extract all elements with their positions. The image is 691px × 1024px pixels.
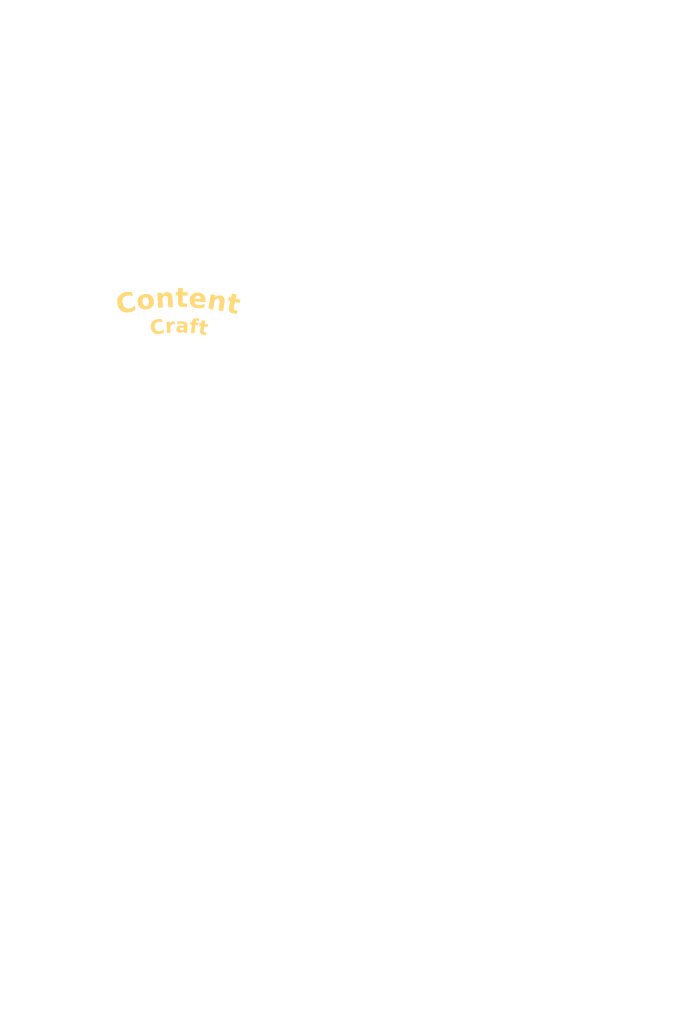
logo-line-2-text: Craft: [148, 313, 210, 340]
logo-line-2: Craft: [148, 313, 210, 340]
content-craft-logo: Content Craft: [113, 283, 243, 350]
logo-graphic: Content Craft: [113, 283, 243, 340]
